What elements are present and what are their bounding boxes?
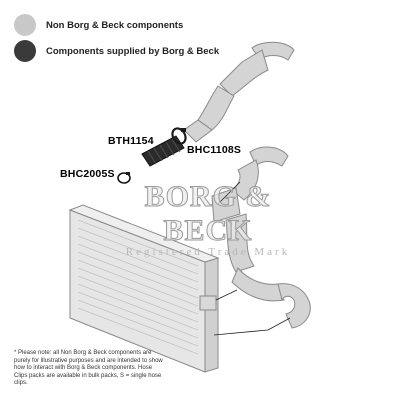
bth1154-hose — [141, 135, 185, 167]
legend-swatch-light — [14, 14, 36, 36]
legend-label: Components supplied by Borg & Beck — [46, 45, 220, 57]
upper-air-hose — [183, 41, 295, 143]
watermark-brand: BORG & BECK — [144, 180, 272, 248]
leader-lines — [213, 181, 291, 336]
lower-air-hose — [211, 146, 311, 329]
brand-watermark: BORG & BECK Registered Trade Mark — [108, 180, 308, 259]
legend-item-borg-beck: Components supplied by Borg & Beck — [14, 40, 219, 62]
intercooler — [68, 204, 220, 373]
label-bhc1108s: BHC1108S — [187, 144, 242, 156]
watermark-tagline: Registered Trade Mark — [125, 246, 291, 258]
legend-label: Non Borg & Beck components — [46, 19, 184, 31]
label-bth1154: BTH1154 — [108, 135, 154, 147]
bhc1108s-clip — [171, 127, 187, 145]
legend-swatch-dark — [14, 40, 36, 62]
legend-item-non-borg-beck: Non Borg & Beck components — [14, 14, 183, 36]
label-bhc2005s: BHC2005S — [60, 168, 115, 180]
bhc2005s-clip — [117, 172, 131, 184]
disclaimer-note: * Please note: all Non Borg & Beck compo… — [14, 350, 163, 387]
